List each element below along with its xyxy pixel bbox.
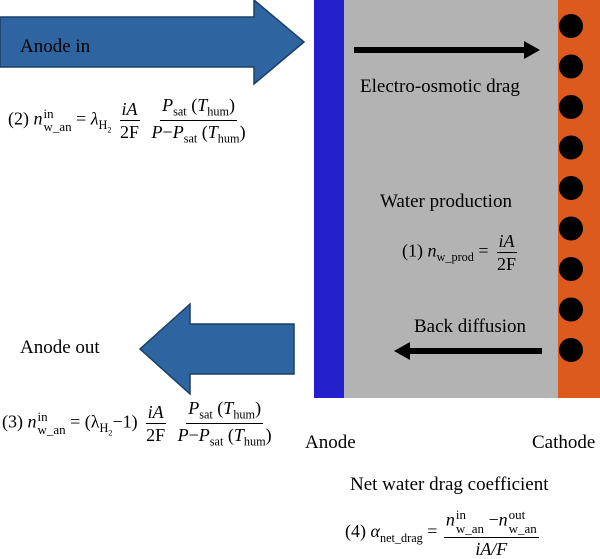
cathode-dot (559, 14, 583, 38)
cathode-dot (559, 338, 583, 362)
cathode-dot (559, 54, 583, 79)
anode-in-arrow (0, 0, 306, 86)
cathode-dot (559, 135, 583, 160)
back-diffusion-arrow (394, 342, 542, 360)
cathode-dot (559, 176, 583, 200)
water-production-label: Water production (380, 191, 512, 212)
cathode-dot (559, 216, 583, 241)
net-water-drag-coefficient-label: Net water drag coefficient (350, 474, 549, 495)
back-diffusion-label: Back diffusion (414, 316, 527, 337)
cathode-label: Cathode (532, 432, 596, 453)
cathode-dots (559, 14, 583, 362)
anode-in-label: Anode in (20, 36, 91, 57)
anode-out-arrow (138, 302, 295, 396)
cathode-dot (559, 95, 583, 119)
electro-osmotic-drag-label: Electro-osmotic drag (360, 76, 520, 97)
membrane (344, 0, 558, 398)
anode-label: Anode (305, 432, 356, 453)
cathode-dot (559, 297, 583, 322)
anode-out-label: Anode out (20, 337, 100, 358)
cathode-dot (559, 257, 583, 281)
anode-plate (314, 0, 344, 398)
electro-osmotic-drag-arrow (354, 41, 540, 59)
